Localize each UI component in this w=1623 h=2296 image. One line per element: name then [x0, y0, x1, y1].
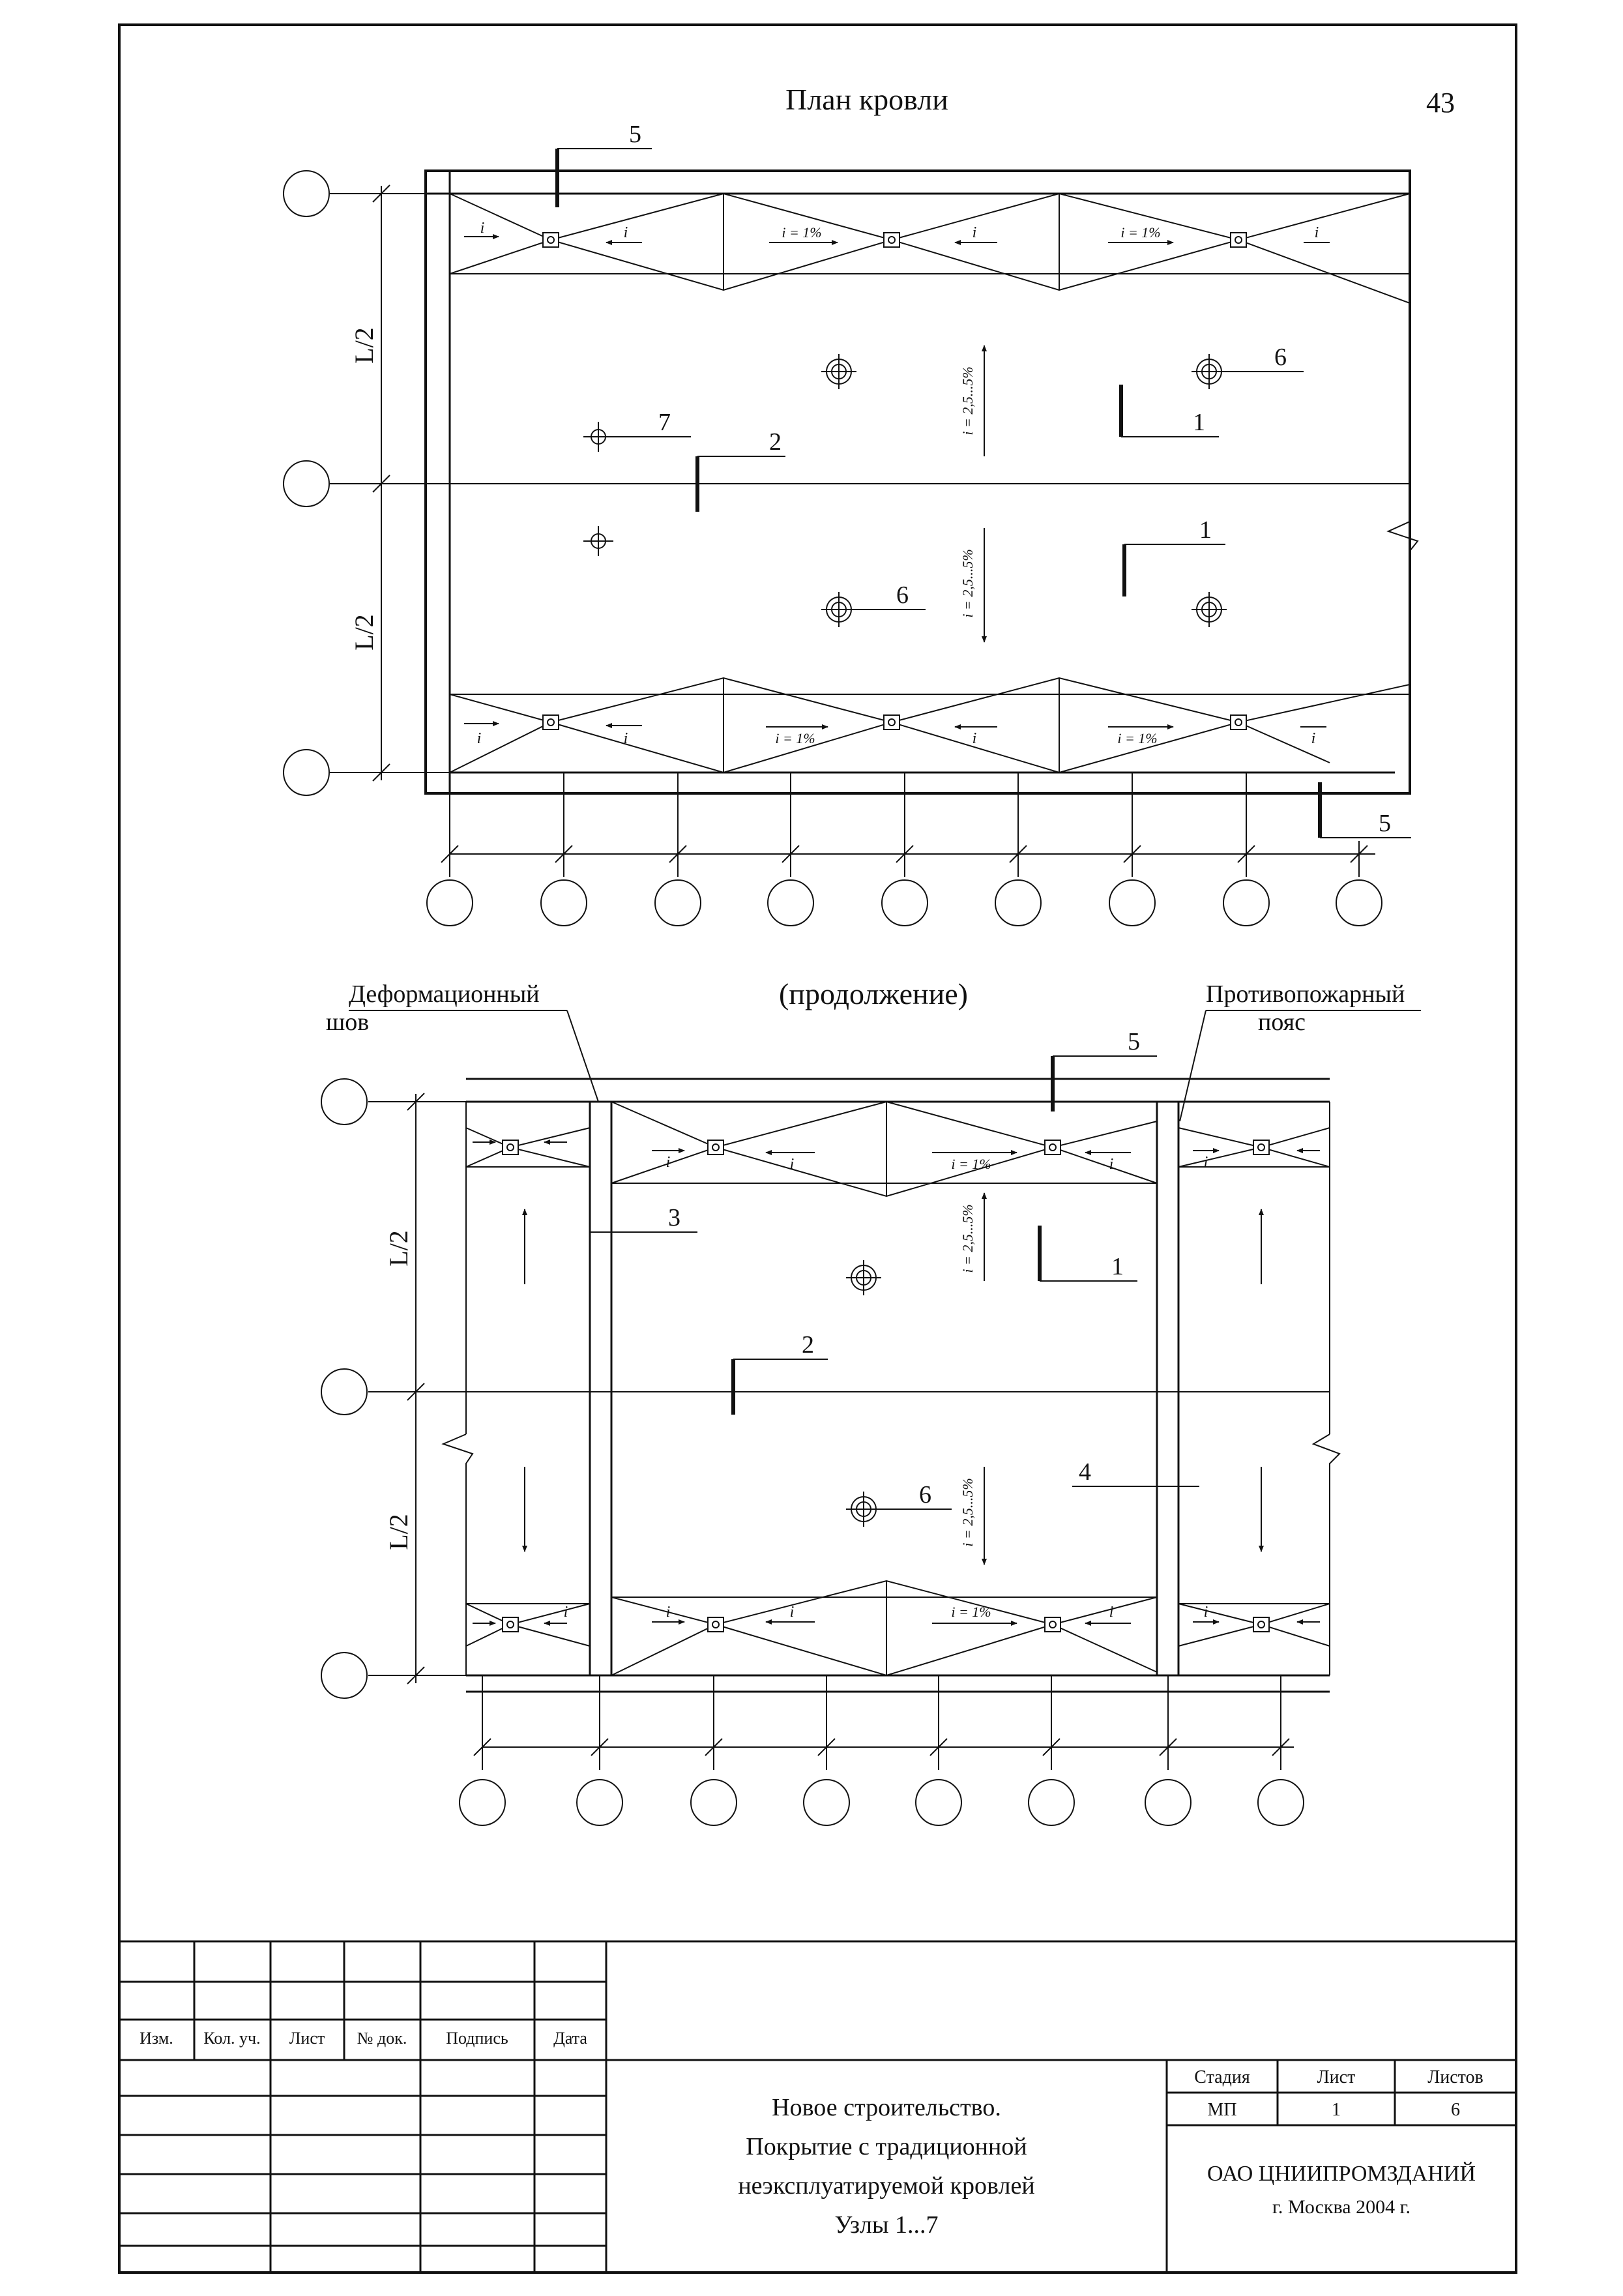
project-title: Новое строительство. — [772, 2094, 1001, 2121]
slope-label: i = 1% — [1120, 224, 1160, 241]
callout-1: 1 — [1111, 1253, 1124, 1280]
header-list: Лист — [289, 2029, 325, 2048]
slope-label: i — [624, 730, 628, 747]
dim-label-l2: L/2 — [349, 327, 379, 364]
slope-label: i — [790, 1156, 795, 1173]
slope-label: i — [666, 1154, 671, 1171]
dim-label-l2: L/2 — [384, 1230, 413, 1267]
callout-4: 4 — [1079, 1458, 1091, 1486]
callout-5: 5 — [1128, 1028, 1140, 1055]
slope-label: i — [972, 730, 977, 747]
plan1-dimensions-bottom — [426, 773, 1382, 926]
roof-plan-2: (продолжение) Деформационный шов Противо… — [321, 977, 1421, 1826]
vent-icon — [583, 422, 613, 556]
slope-arrows-plan2 — [473, 1140, 1320, 1626]
slope-label: i = 1% — [782, 224, 821, 241]
plan1-leader-lines — [555, 148, 1411, 838]
plan1-dimensions-left — [283, 170, 450, 796]
sheet-value: 1 — [1332, 2100, 1341, 2120]
roof-drain-icon — [846, 1260, 881, 1527]
callout-1: 1 — [1199, 516, 1212, 544]
slope-label-main: i = 2,5...5% — [959, 1204, 976, 1273]
dim-label-l2: L/2 — [384, 1514, 413, 1550]
firebreak-label: Противопожарный — [1206, 980, 1405, 1008]
callout-6: 6 — [896, 581, 909, 609]
slope-label: i — [1204, 1154, 1208, 1171]
plan1-valley-top — [449, 192, 1411, 304]
slope-label-main: i = 2,5...5% — [959, 549, 976, 617]
slope-label-main: i = 2,5...5% — [959, 1478, 976, 1546]
callout-5: 5 — [629, 121, 641, 148]
plan2-dimensions-bottom — [459, 1675, 1304, 1826]
plan2-dimensions-left — [321, 1078, 466, 1699]
slope-label: i — [1109, 1156, 1114, 1173]
sheet-frame — [118, 23, 1517, 2274]
stage-value: МП — [1207, 2100, 1236, 2120]
slope-label-main: i = 2,5...5% — [959, 366, 976, 435]
callout-3: 3 — [668, 1204, 680, 1231]
expansion-joint-label: шов — [326, 1008, 369, 1036]
plan2-title: (продолжение) — [779, 977, 968, 1010]
plan1-outline — [424, 169, 1411, 795]
callout-1: 1 — [1193, 409, 1205, 436]
stage-header: Стадия — [1194, 2067, 1250, 2087]
header-date: Дата — [553, 2029, 587, 2048]
roof-plan-1: План кровли — [283, 83, 1419, 926]
header-doc: № док. — [357, 2029, 407, 2048]
roof-drain-icon — [821, 354, 1227, 627]
plan2-valley-top — [465, 1100, 1330, 1198]
slope-label: i — [477, 730, 482, 747]
slope-label: i — [790, 1604, 795, 1621]
organization-name: ОАО ЦНИИПРОМЗДАНИЙ — [1207, 2162, 1476, 2186]
title-block: Изм. Кол. уч. Лист № док. Подпись Дата Н… — [119, 1940, 1516, 2273]
page-number: 43 — [1426, 87, 1455, 119]
slope-arrows-plan1-top — [464, 234, 1330, 245]
dim-label-l2: L/2 — [349, 614, 379, 651]
slope-label: i — [1109, 1604, 1114, 1621]
firebreak-label: пояс — [1258, 1008, 1306, 1036]
slope-label: i — [1311, 730, 1316, 747]
slope-label: i — [666, 1604, 671, 1621]
project-title: Покрытие с традиционной — [746, 2133, 1027, 2160]
slope-label: i — [1204, 1604, 1208, 1621]
plan1-title: План кровли — [785, 83, 948, 116]
project-title: неэксплуатируемой кровлей — [738, 2172, 1034, 2200]
header-signature: Подпись — [446, 2029, 508, 2048]
slope-label: i — [564, 1604, 568, 1621]
project-title: Узлы 1...7 — [834, 2211, 938, 2239]
sheets-value: 6 — [1451, 2100, 1460, 2120]
header-izm: Изм. — [139, 2029, 173, 2048]
slope-label: i = 1% — [951, 1156, 991, 1172]
valley-funnel-icon — [542, 232, 1247, 730]
plan2-outline — [441, 1078, 1341, 1693]
callout-6: 6 — [919, 1481, 931, 1509]
slope-label: i — [1315, 224, 1319, 241]
header-kol: Кол. уч. — [203, 2029, 260, 2048]
slope-arrows-plan1-bottom — [464, 721, 1326, 729]
sheet-header: Лист — [1317, 2067, 1356, 2087]
valley-funnel-icon — [502, 1140, 1270, 1632]
sheets-header: Листов — [1427, 2067, 1484, 2087]
slope-label: i = 1% — [1117, 730, 1157, 746]
callout-2: 2 — [802, 1331, 814, 1359]
callout-6: 6 — [1274, 344, 1287, 371]
slope-label: i — [624, 224, 628, 241]
callout-5: 5 — [1379, 810, 1391, 837]
expansion-joint-label: Деформационный — [349, 980, 540, 1008]
slope-label: i = 1% — [775, 730, 815, 746]
plan2-valley-bottom — [465, 1580, 1330, 1677]
callout-2: 2 — [769, 428, 782, 456]
slope-label: i = 1% — [951, 1604, 991, 1620]
slope-label: i — [480, 220, 485, 237]
callout-7: 7 — [658, 409, 671, 436]
slope-label: i — [972, 224, 977, 241]
plan1-valley-bottom — [449, 677, 1411, 774]
organization-city: г. Москва 2004 г. — [1272, 2196, 1411, 2218]
plan2-leader-lines — [590, 1055, 1199, 1510]
